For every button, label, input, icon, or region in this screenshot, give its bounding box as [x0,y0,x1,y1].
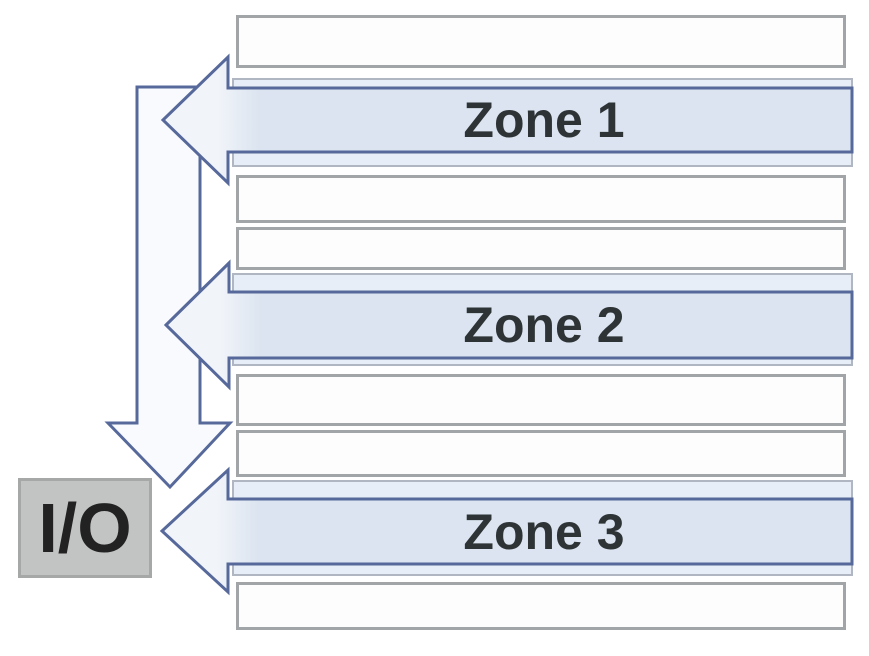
track-row-3 [236,175,846,223]
zone-3-arrow [159,466,854,596]
zone-2-arrow [163,259,854,391]
track-row-6 [236,374,846,426]
track-row-4 [236,227,846,270]
zone-1-arrow [160,53,854,187]
io-label: I/O [38,489,132,567]
track-row-1 [236,15,846,68]
track-row-9 [236,582,846,630]
io-box: I/O [18,478,152,578]
track-row-7 [236,430,846,477]
